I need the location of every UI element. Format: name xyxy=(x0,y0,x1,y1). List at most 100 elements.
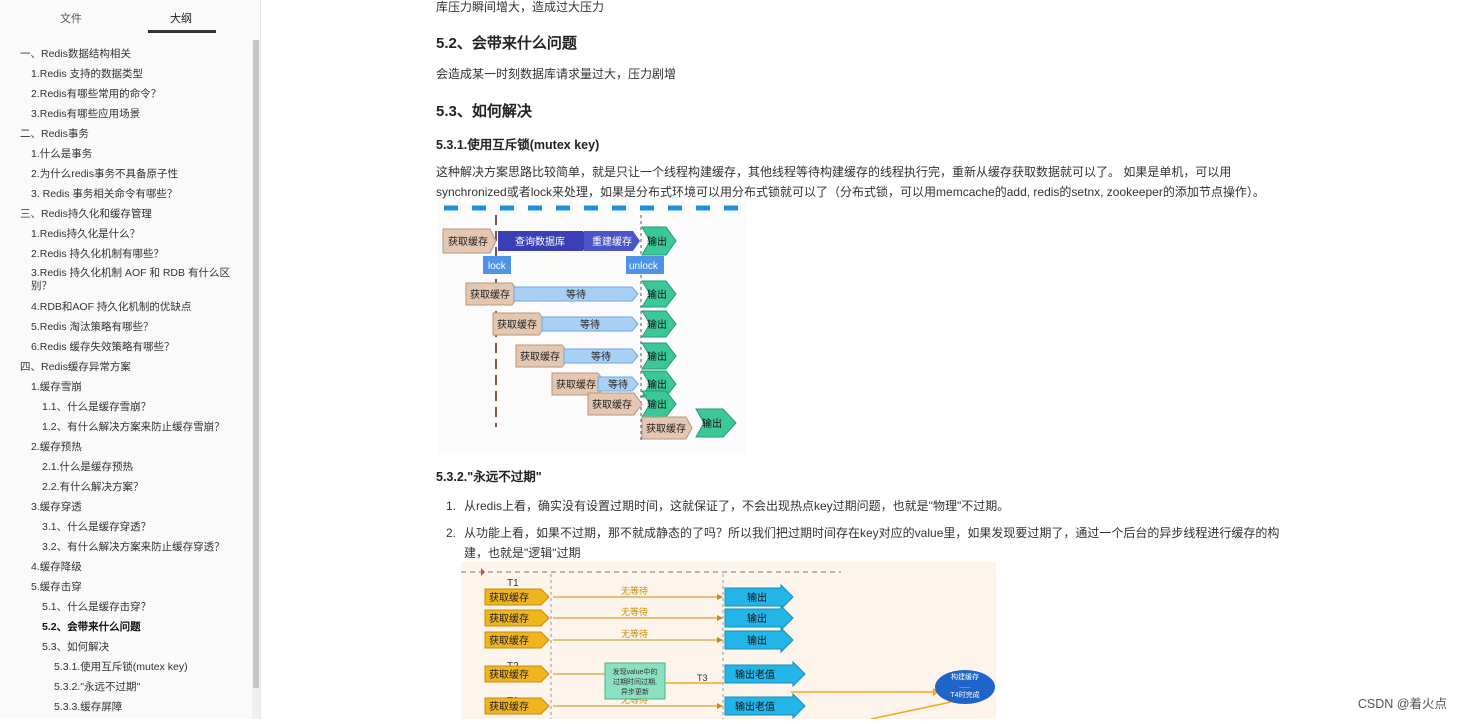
note-line3: 异步更新 xyxy=(621,687,649,696)
outline-item[interactable]: 2.缓存预热 xyxy=(31,441,82,453)
mutex-diagram-svg: 获取缓存 查询数据库 重建缓存 输出 lock unlock 获取缓存等待输出获… xyxy=(442,205,738,441)
outline-item[interactable]: 3. Redis 事务相关命令有哪些？ xyxy=(31,188,178,200)
list-item-2-number: 2. xyxy=(446,526,457,540)
tab-file[interactable]: 文件 xyxy=(60,13,82,25)
ne-get-cache-text: 获取缓存 xyxy=(489,591,529,604)
outline-item[interactable]: 2.Redis有哪些常用的命令？ xyxy=(31,88,162,100)
ne-get-cache-text: 获取缓存 xyxy=(489,668,529,681)
ne-output-shape xyxy=(724,692,806,720)
outline-item[interactable]: 3.2、有什么解决方案来防止缓存穿透？ xyxy=(42,541,225,553)
build-line3: T4时完成 xyxy=(950,690,979,699)
never-expire-diagram-svg: T1 T2 T3 获取缓存无等待输出获取缓存无等待输出获取缓存无等待输出获取缓存… xyxy=(461,568,995,720)
outline-item[interactable]: 3.Redis有哪些应用场景 xyxy=(31,108,141,120)
outline-item[interactable]: 1.缓存雪崩 xyxy=(31,381,82,393)
outline-item[interactable]: 二、Redis事务 xyxy=(20,128,89,140)
outline-item[interactable]: 5.Redis 淘汰策略有哪些？ xyxy=(31,321,154,333)
ne-no-wait-text: 无等待 xyxy=(621,585,648,596)
list-item-1-text: 从redis上看，确实没有设置过期时间，这就保证了，不会出现热点key过期问题，… xyxy=(464,499,1010,513)
outline-item[interactable]: 2.2.有什么解决方案？ xyxy=(42,481,144,493)
csdn-watermark: CSDN @着火点 xyxy=(1357,697,1447,711)
outline-item[interactable]: 5.缓存击穿 xyxy=(31,581,82,593)
ne-get-cache-shape xyxy=(484,609,550,627)
outline-item[interactable]: 5.3.1.使用互斥锁(mutex key) xyxy=(54,661,188,673)
outline-item[interactable]: 6.Redis 缓存失效策略有哪些？ xyxy=(31,341,175,353)
ne-output-text: 输出 xyxy=(747,591,767,604)
outline-item[interactable]: 5.3.2."永远不过期" xyxy=(54,681,141,693)
outline-item[interactable]: 3.1、什么是缓存穿透？ xyxy=(42,521,152,533)
wait-bar xyxy=(541,316,639,332)
outline-item[interactable]: 4.RDB和AOF 持久化机制的优缺点 xyxy=(31,301,192,313)
wait-row-output-text: 输出 xyxy=(647,350,667,363)
outline-item[interactable]: 3.Redis 持久化机制 AOF 和 RDB 有什么区别？ xyxy=(31,267,230,292)
wait-row-get-cache-text: 获取缓存 xyxy=(470,288,510,301)
outline-item[interactable]: 一、Redis数据结构相关 xyxy=(20,48,131,60)
wait-row-get-cache-text: 获取缓存 xyxy=(520,350,560,363)
wait-row-output-shape xyxy=(641,342,677,370)
ne-get-cache-shape xyxy=(484,665,550,683)
wait-text: 等待 xyxy=(591,350,611,363)
ne-get-cache-shape xyxy=(484,588,550,606)
heading-5-3-1: 5.3.1.使用互斥锁(mutex key) xyxy=(436,138,600,152)
outline-item[interactable]: 4.缓存降级 xyxy=(31,561,82,573)
outline-item[interactable]: 1.Redis持久化是什么？ xyxy=(31,228,141,240)
outline-item[interactable]: 2.1.什么是缓存预热 xyxy=(42,461,134,473)
ne-connector-head xyxy=(717,637,723,643)
active-tab-indicator xyxy=(148,30,216,33)
wait-row-get-cache-text: 获取缓存 xyxy=(592,398,632,411)
row1-output-text: 输出 xyxy=(647,235,667,248)
ne-output-text: 输出老值 xyxy=(735,668,775,681)
outline-item[interactable]: 1.Redis 支持的数据类型 xyxy=(31,68,144,80)
unlock-tag: unlock xyxy=(629,261,659,272)
list-item-1-number: 1. xyxy=(446,499,457,513)
last-get-cache-text: 获取缓存 xyxy=(646,422,686,435)
tab-outline[interactable]: 大纲 xyxy=(170,13,192,25)
outline-item[interactable]: 三、Redis持久化和缓存管理 xyxy=(20,208,152,220)
wait-bar xyxy=(597,376,639,392)
ne-output-shape xyxy=(724,660,806,688)
wait-row-output-text: 输出 xyxy=(647,378,667,391)
ne-output-shape xyxy=(724,583,794,611)
outline-item[interactable]: 5.1、什么是缓存击穿？ xyxy=(42,601,152,613)
heading-5-3: 5.3、如何解决 xyxy=(436,103,532,120)
outline-item[interactable]: 1.2、有什么解决方案来防止缓存雪崩？ xyxy=(42,421,225,433)
sidebar-tabs: 文件 大纲 xyxy=(0,0,260,40)
build-line2: ...... xyxy=(959,683,971,690)
outline-item[interactable]: 四、Redis缓存异常方案 xyxy=(20,361,131,373)
ne-output-shape xyxy=(724,604,794,632)
last-output-text: 输出 xyxy=(702,417,722,430)
ne-output-shape xyxy=(724,626,794,654)
row1-get-cache-text: 获取缓存 xyxy=(448,235,488,248)
wait-row-output-text: 输出 xyxy=(647,288,667,301)
outline-list: 一、Redis数据结构相关 1.Redis 支持的数据类型 2.Redis有哪些常用… xyxy=(0,44,252,717)
ne-get-cache-text: 获取缓存 xyxy=(489,700,529,713)
wait-text: 等待 xyxy=(566,288,586,301)
outline-item[interactable]: 3.缓存穿透 xyxy=(31,501,82,513)
ne-no-wait-text: 无等待 xyxy=(621,628,648,639)
wait-row-output-shape xyxy=(641,310,677,338)
outline-sidebar: 文件 大纲 一、Redis数据结构相关 1.Redis 支持的数据类型 2.Redi… xyxy=(0,0,261,719)
ne-connector-head xyxy=(717,594,723,600)
ne-get-cache-shape xyxy=(484,631,550,649)
lock-tag: lock xyxy=(488,261,507,272)
ne-connector-head xyxy=(717,615,723,621)
ne-get-cache-shape xyxy=(484,697,550,715)
ne-output-text: 输出老值 xyxy=(735,700,775,713)
paragraph-5-3-1-line1: 这种解决方案思路比较简单，就是只让一个线程构建缓存，其他线程等待构建缓存的线程执… xyxy=(436,165,1232,179)
query-db-text: 查询数据库 xyxy=(515,235,565,248)
note-line1: 发现value中的 xyxy=(613,667,658,676)
paragraph-5-2: 会造成某一时刻数据库请求量过大，压力剧增 xyxy=(436,67,677,81)
list-item-2-text-line1: 从功能上看，如果不过期，那不就成静态的了吗？所以我们把过期时间存在key对应的v… xyxy=(464,526,1280,540)
wait-bar xyxy=(513,286,639,302)
outline-item[interactable]: 5.3、如何解决 xyxy=(42,641,110,653)
outline-item[interactable]: 1.1、什么是缓存雪崩？ xyxy=(42,401,152,413)
ne-output-text: 输出 xyxy=(747,612,767,625)
wait-row-output-text: 输出 xyxy=(647,398,667,411)
sidebar-scrollbar-thumb[interactable] xyxy=(253,40,259,688)
outline-item[interactable]: 5.3.3.缓存屏障 xyxy=(54,701,123,713)
wait-row-output-shape xyxy=(641,280,677,308)
outline-item[interactable]: 2.为什么redis事务不具备原子性 xyxy=(31,168,179,180)
outline-item[interactable]: 5.2、会带来什么问题 xyxy=(42,621,141,633)
paragraph-top: 库压力瞬间增大，造成过大压力 xyxy=(436,0,605,14)
outline-item[interactable]: 1.什么是事务 xyxy=(31,148,93,160)
outline-item[interactable]: 2.Redis 持久化机制有哪些？ xyxy=(31,248,165,260)
